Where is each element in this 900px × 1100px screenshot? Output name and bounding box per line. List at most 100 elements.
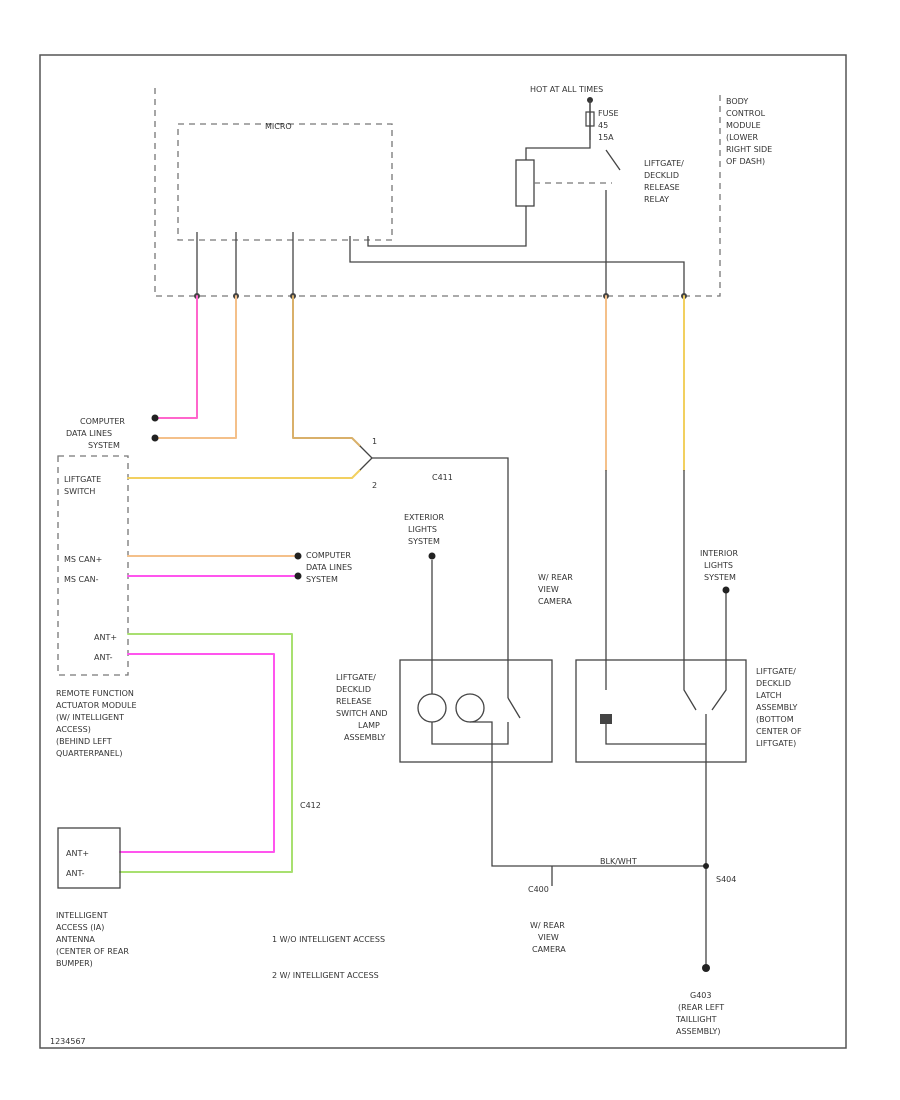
latch-label-1: LIFTGATE/ bbox=[756, 667, 796, 676]
lamp-2 bbox=[455, 693, 485, 723]
ground-wire-label: BLK/WHT bbox=[600, 857, 637, 866]
rfa-label-5: (BEHIND LEFT bbox=[56, 737, 112, 746]
g403-label-3: TAILLIGHT bbox=[675, 1015, 717, 1024]
cdl-terminal-2 bbox=[151, 434, 159, 442]
rel-switch-label-1: LIFTGATE/ bbox=[336, 673, 376, 682]
cdl2-label-1: COMPUTER bbox=[306, 551, 351, 560]
g403-label-2: (REAR LEFT bbox=[678, 1003, 724, 1012]
pin-1: 1 bbox=[372, 437, 377, 446]
ground-g403 bbox=[702, 964, 710, 972]
rfa-label-6: QUARTERPANEL) bbox=[56, 749, 123, 758]
rel-switch-label-6: ASSEMBLY bbox=[344, 733, 385, 742]
labels: HOT AT ALL TIMES FUSE 45 15A BODY CONTRO… bbox=[50, 85, 802, 1046]
antenna-box bbox=[57, 827, 121, 889]
int-lights-label-2: LIGHTS bbox=[704, 561, 733, 570]
wire-ant-plus bbox=[119, 633, 293, 873]
antenna-label-3: ANTENNA bbox=[56, 935, 95, 944]
wire-ant-minus bbox=[119, 653, 275, 853]
ext-lights-label-3: SYSTEM bbox=[408, 537, 440, 546]
fuse bbox=[585, 100, 595, 140]
wire-ground-run bbox=[491, 744, 706, 867]
cam2-label-1: W/ REAR bbox=[530, 921, 565, 930]
rfa-label-2: ACTUATOR MODULE bbox=[56, 701, 137, 710]
fuse-label: FUSE bbox=[598, 109, 619, 118]
relay-label-1: LIFTGATE/ bbox=[644, 159, 684, 168]
ext-lights-label-1: EXTERIOR bbox=[404, 513, 445, 522]
antenna-box-ant-minus: ANT- bbox=[66, 869, 85, 878]
g403-label-4: ASSEMBLY) bbox=[676, 1027, 720, 1036]
latch-label-4: ASSEMBLY bbox=[756, 703, 797, 712]
bcm-label-6: OF DASH) bbox=[726, 157, 765, 166]
splice-s404 bbox=[703, 863, 709, 869]
fuse-number: 45 bbox=[598, 121, 608, 130]
latch-box bbox=[575, 659, 747, 763]
antenna-box-ant-plus: ANT+ bbox=[66, 849, 89, 858]
wire-yellow-liftgate-switch bbox=[127, 469, 361, 479]
rfa-label-4: ACCESS) bbox=[56, 725, 91, 734]
micro-box bbox=[177, 123, 393, 241]
antenna-label-5: BUMPER) bbox=[56, 959, 93, 968]
cdl2-label-3: SYSTEM bbox=[306, 575, 338, 584]
latch-label-5: (BOTTOM bbox=[756, 715, 794, 724]
footer-id: 1234567 bbox=[50, 1037, 86, 1046]
cdl-terminal-1 bbox=[151, 414, 159, 422]
rfa-label-3: (W/ INTELLIGENT bbox=[56, 713, 124, 722]
cam1-label-2: VIEW bbox=[538, 585, 559, 594]
cdl1-label-2: DATA LINES bbox=[66, 429, 112, 438]
latch-label-7: LIFTGATE) bbox=[756, 739, 796, 748]
int-lights-label-1: INTERIOR bbox=[700, 549, 739, 558]
latch-label-3: LATCH bbox=[756, 691, 782, 700]
interior-lights-wire bbox=[711, 592, 727, 711]
cdl2-terminal-2 bbox=[294, 572, 302, 580]
bcm-label-2: CONTROL bbox=[726, 109, 766, 118]
release-switch-contact bbox=[492, 697, 521, 745]
micro-label: MICRO bbox=[265, 122, 292, 131]
rel-switch-label-4: SWITCH AND bbox=[336, 709, 388, 718]
wire-tan-switch bbox=[292, 295, 361, 447]
wire-switch-down bbox=[372, 457, 509, 698]
bcm-label-3: MODULE bbox=[726, 121, 761, 130]
wire-orange-can bbox=[154, 295, 237, 439]
bcm-label-1: BODY bbox=[726, 97, 748, 106]
release-switch-box bbox=[399, 659, 553, 763]
antenna-label-4: (CENTER OF REAR bbox=[56, 947, 129, 956]
cdl2-terminal-1 bbox=[294, 552, 302, 560]
conn-c412: C412 bbox=[300, 801, 321, 810]
latch-label-6: CENTER OF bbox=[756, 727, 802, 736]
cam2-label-3: CAMERA bbox=[532, 945, 566, 954]
lamp-1 bbox=[417, 693, 447, 723]
antenna-label-1: INTELLIGENT bbox=[56, 911, 108, 920]
note-1: 1 W/O INTELLIGENT ACCESS bbox=[272, 935, 385, 944]
note-2: 2 W/ INTELLIGENT ACCESS bbox=[272, 971, 379, 980]
cam2-label-2: VIEW bbox=[538, 933, 559, 942]
latch-label-2: DECKLID bbox=[756, 679, 791, 688]
g403-label-1: G403 bbox=[690, 991, 711, 1000]
splice-label: S404 bbox=[716, 875, 736, 884]
ext-lights-label-2: LIGHTS bbox=[408, 525, 437, 534]
interior-lights-terminal bbox=[722, 586, 730, 594]
fuse-amp: 15A bbox=[598, 133, 614, 142]
relay-coil bbox=[515, 159, 535, 207]
latch-motor bbox=[600, 714, 612, 724]
cam1-label-1: W/ REAR bbox=[538, 573, 573, 582]
rel-switch-label-3: RELEASE bbox=[336, 697, 372, 706]
relay-label-4: RELAY bbox=[644, 195, 669, 204]
ms-can-minus-label: MS CAN- bbox=[64, 575, 99, 584]
bcm-label-4: (LOWER bbox=[726, 133, 759, 142]
pin-2: 2 bbox=[372, 481, 377, 490]
micro-pins bbox=[196, 206, 685, 296]
rfa-label-1: REMOTE FUNCTION bbox=[56, 689, 134, 698]
ms-can-plus-label: MS CAN+ bbox=[64, 555, 102, 564]
cdl2-label-2: DATA LINES bbox=[306, 563, 352, 572]
bcm-label-5: RIGHT SIDE bbox=[726, 145, 772, 154]
wire-pink-can bbox=[154, 295, 198, 419]
rel-switch-label-2: DECKLID bbox=[336, 685, 371, 694]
diagram-frame bbox=[39, 54, 847, 1049]
rel-switch-label-5: LAMP bbox=[358, 721, 380, 730]
selector-switch bbox=[359, 445, 373, 471]
cdl1-label-3: SYSTEM bbox=[88, 441, 120, 450]
cdl1-label-1: COMPUTER bbox=[80, 417, 125, 426]
cam1-label-3: CAMERA bbox=[538, 597, 572, 606]
latch-switch bbox=[683, 470, 697, 711]
